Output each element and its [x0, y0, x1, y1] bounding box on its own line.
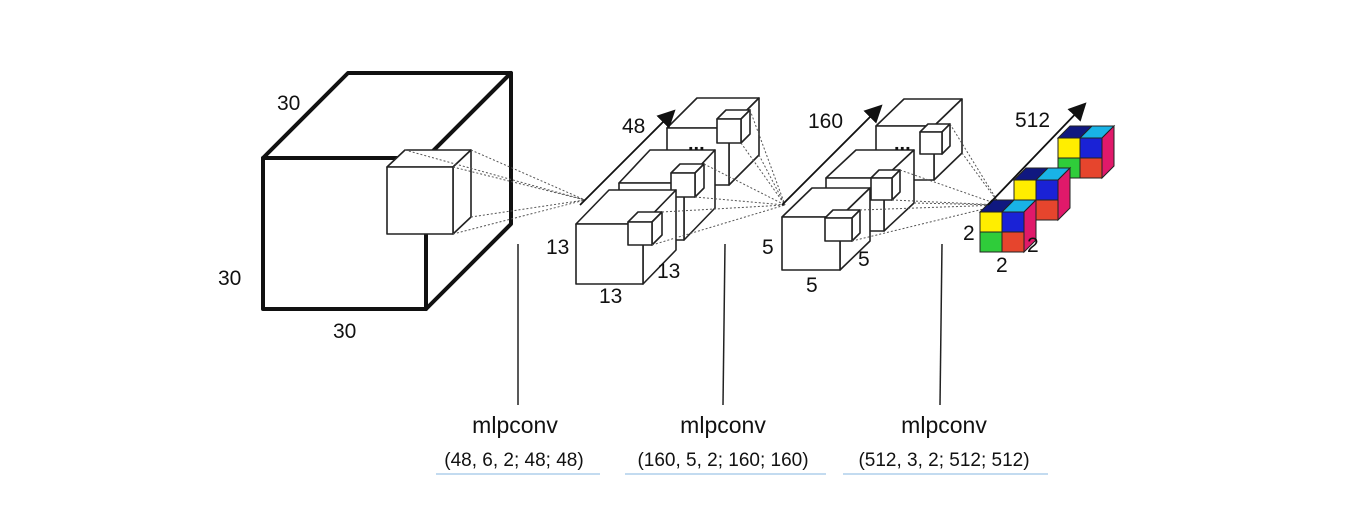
layer2-map-front	[781, 187, 871, 271]
layer2-width-label: 5	[806, 274, 818, 297]
input-width-label: 30	[333, 320, 356, 343]
layer2-ellipsis: ...	[894, 133, 911, 155]
layer3-params: (512, 3, 2; 512; 512)	[858, 450, 1029, 471]
layer2-side-label: 5	[858, 248, 870, 271]
projection-lines-1	[404, 149, 586, 235]
layer1-caption: mlpconv (48, 6, 2; 48; 48)	[436, 412, 600, 475]
layer3-block-front	[978, 198, 1038, 254]
layer1-feature-maps: ... 48 13 13 13	[546, 97, 760, 308]
input-depth-label: 30	[277, 92, 300, 115]
layer1-width-label: 13	[599, 285, 622, 308]
input-kernel-cube	[386, 149, 472, 235]
layer1-params: (48, 6, 2; 48; 48)	[444, 450, 583, 471]
layer3-name: mlpconv	[901, 412, 987, 438]
layer2-params: (160, 5, 2; 160; 160)	[637, 450, 808, 471]
layer1-depth-label: 48	[622, 115, 645, 138]
layer2-feature-maps: ... 160 5 5 5	[762, 98, 963, 297]
layer3-height-label: 2	[963, 222, 975, 245]
layer1-name: mlpconv	[472, 412, 558, 438]
layer3-block-middle	[1012, 166, 1072, 222]
layer1-side-label: 13	[657, 260, 680, 283]
layer1-height-label: 13	[546, 236, 569, 259]
layer2-depth-arrow	[781, 104, 883, 206]
layer3-side-label: 2	[1027, 234, 1039, 257]
leader-line-3	[939, 243, 943, 406]
layer2-height-label: 5	[762, 236, 774, 259]
projection-lines-2	[651, 109, 786, 246]
layer1-map-front	[575, 189, 677, 285]
layer2-name: mlpconv	[680, 412, 766, 438]
leader-line-2	[722, 243, 726, 406]
input-volume: 30 30 30	[218, 71, 513, 343]
layer3-depth-label: 512	[1015, 109, 1050, 132]
layer3-caption: mlpconv (512, 3, 2; 512; 512)	[843, 412, 1048, 475]
layer1-depth-arrow	[579, 109, 676, 206]
layer1-ellipsis: ...	[688, 133, 705, 155]
input-height-label: 30	[218, 267, 241, 290]
layer2-caption: mlpconv (160, 5, 2; 160; 160)	[625, 412, 826, 475]
layer3-width-label: 2	[996, 254, 1008, 277]
layer3-feature-blocks: 512 2 2 2	[963, 102, 1116, 277]
projection-lines-3	[851, 123, 1001, 242]
layer2-depth-label: 160	[808, 110, 843, 133]
layer3-depth-arrow	[987, 102, 1087, 206]
